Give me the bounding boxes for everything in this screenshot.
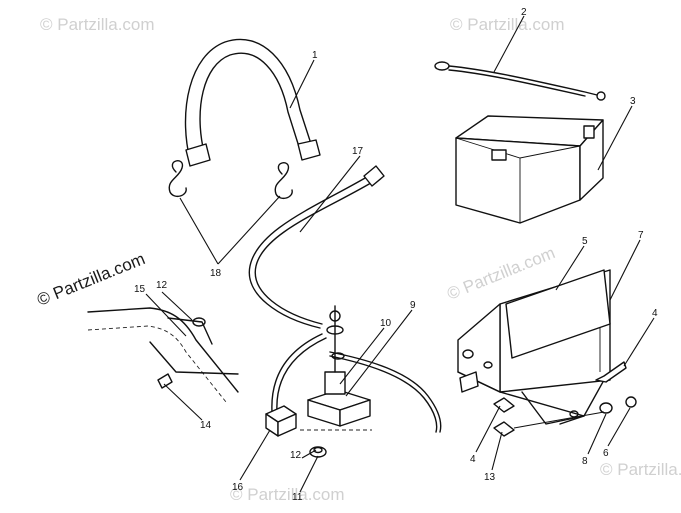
callout-12-upper: 12 (156, 280, 168, 291)
callout-17: 17 (352, 146, 364, 157)
fasteners (192, 317, 327, 458)
callout-1: 1 (312, 50, 318, 61)
watermark: © Partzilla.com (40, 15, 155, 34)
watermark: © Partzilla.com (230, 485, 345, 504)
wire-harness (329, 351, 442, 433)
callout-4-upper: 4 (652, 308, 658, 319)
main-cable (248, 165, 385, 329)
callout-2: 2 (521, 7, 527, 18)
callout-4-lower: 4 (470, 454, 476, 465)
callout-12-lower: 12 (290, 450, 302, 461)
battery-pad (505, 269, 611, 359)
callout-11: 11 (292, 492, 303, 503)
watermark: © Partzilla.com (34, 249, 147, 310)
callout-8: 8 (582, 456, 588, 467)
callout-15: 15 (134, 284, 146, 295)
solenoid (300, 305, 372, 431)
leader-lines (145, 15, 655, 493)
callout-10: 10 (380, 318, 392, 329)
callout-5: 5 (582, 236, 588, 247)
watermark: © Partzilla.com (450, 15, 565, 34)
frame-section (87, 307, 239, 403)
callout-13: 13 (484, 472, 496, 483)
s-hooks (168, 160, 293, 200)
connector (265, 405, 297, 437)
callout-3: 3 (630, 96, 636, 107)
battery-cable (434, 61, 606, 101)
callout-6: 6 (603, 448, 609, 459)
battery-strap (184, 38, 321, 167)
bolts-and-nuts (493, 361, 637, 437)
callout-18: 18 (210, 268, 222, 279)
callout-7: 7 (638, 230, 644, 241)
callout-14: 14 (200, 420, 212, 431)
callout-16: 16 (232, 482, 244, 493)
callout-9: 9 (410, 300, 416, 311)
battery (455, 115, 604, 224)
connector-wire (271, 333, 327, 413)
watermark: © Partzilla.com (600, 460, 681, 479)
